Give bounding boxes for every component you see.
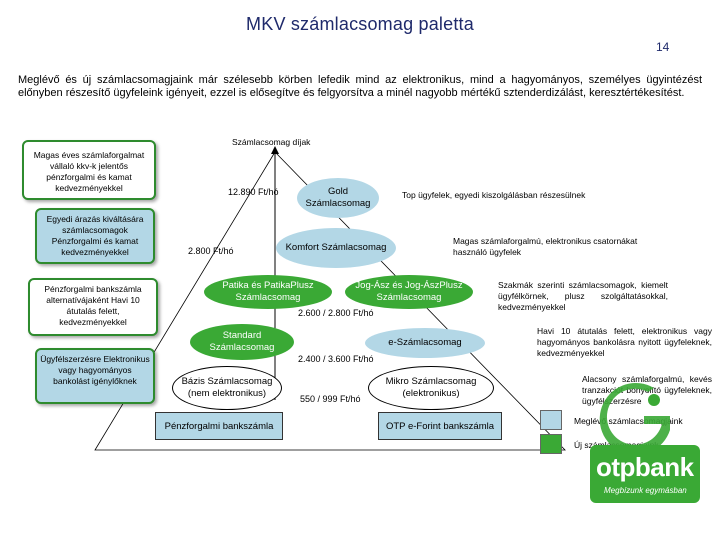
legend-existing-label: Meglévő számlacsomagjaink [574,416,683,426]
price-standard-e: 2.400 / 3.600 Ft/hó [298,354,374,364]
account-penzforgalmi: Pénzforgalmi bankszámla [155,412,283,440]
otp-logo-slogan: Megbízunk egymásban [604,486,687,495]
note-patika-jog: Szakmák szerinti számlacsomagok, kiemelt… [498,280,668,312]
otp-logo-text: otpbank [596,452,694,482]
price-komfort: 2.800 Ft/hó [188,246,234,256]
package-mikro: Mikro Számlacsomag (elektronikus) [368,366,494,410]
package-komfort: Komfort Számlacsomag [276,228,396,268]
segment-box-top: Magas éves számlaforgalmat vállaló kkv-k… [22,140,156,200]
segment-box-acquisition: Ügyfélszerzésre Elektronikus vagy hagyom… [35,348,155,404]
note-standard-e: Havi 10 átutalás felett, elektronikus va… [537,326,712,358]
package-jog-asz: Jog-Ász és Jog-ÁszPlusz Számlacsomag [345,275,473,309]
price-gold: 12.890 Ft/hó [228,187,279,197]
legend-new-swatch [540,434,562,454]
legend-existing-swatch [540,410,562,430]
price-patika-jog: 2.600 / 2.800 Ft/hó [298,308,374,318]
account-otp-e-forint: OTP e-Forint bankszámla [378,412,502,440]
intro-paragraph: Meglévő és új számlacsomagjaink már szél… [18,74,702,99]
package-bazis: Bázis Számlacsomag (nem elektronikus) [172,366,282,410]
page-number: 14 [656,40,670,54]
otp-logo-box [590,445,700,503]
note-komfort: Magas számlaforgalmú, elektronikus csato… [453,236,638,257]
package-gold: Gold Számlacsomag [297,178,379,218]
otp-logo-mark-icon [599,383,670,456]
note-gold: Top ügyfelek, egyedi kiszolgálásban rész… [402,190,586,200]
package-standard: Standard Számlacsomag [190,324,294,360]
price-bazis-mikro: 550 / 999 Ft/hó [300,394,361,404]
segment-box-custom: Egyedi árazás kiváltására számlacsomagok… [35,208,155,264]
axis-label: Számlacsomag díjak [232,137,311,147]
segment-box-alternative: Pénzforgalmi bankszámla alternatívájakén… [28,278,158,336]
package-e: e-Számlacsomag [365,328,485,358]
page-title: MKV számlacsomag paletta [246,14,474,34]
package-patika: Patika és PatikaPlusz Számlacsomag [204,275,332,309]
